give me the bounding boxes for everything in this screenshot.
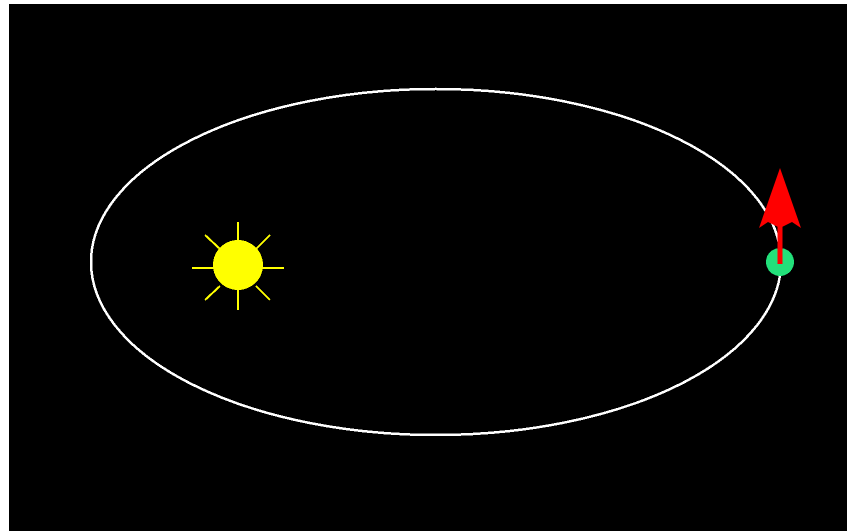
orbit-path (91, 89, 781, 435)
arrow-up-icon (759, 168, 801, 264)
sun-core (213, 240, 263, 290)
sun-icon (192, 222, 284, 310)
velocity-arrow-head (759, 168, 801, 228)
